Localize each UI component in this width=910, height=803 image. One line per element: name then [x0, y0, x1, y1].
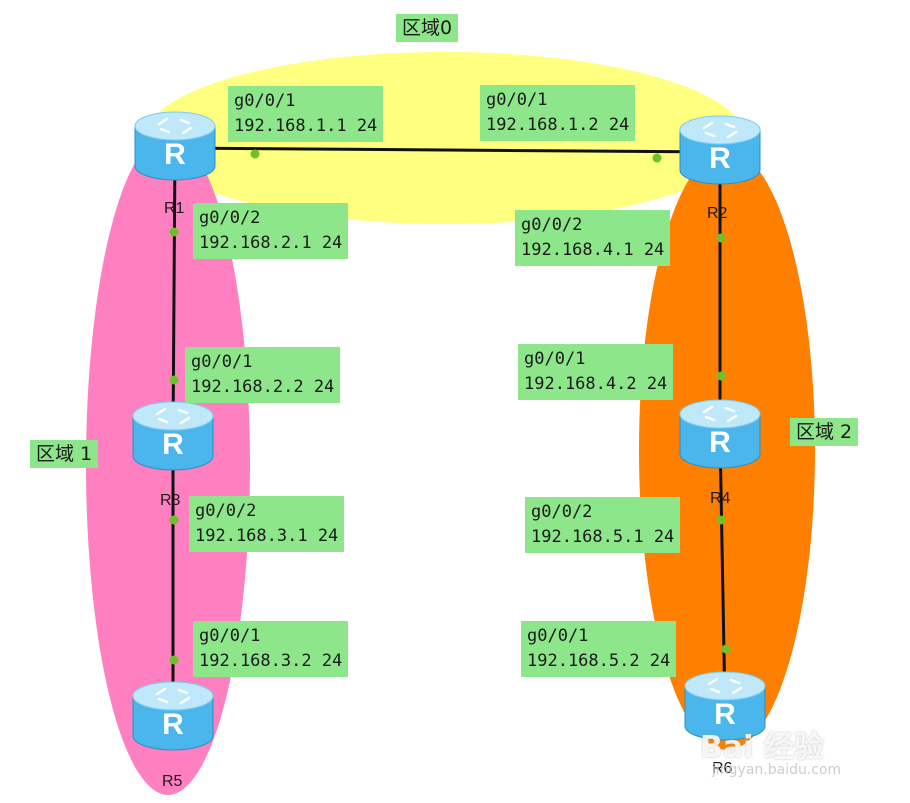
router-glyph: R [162, 708, 184, 741]
router-glyph: R [709, 142, 731, 175]
interface-ip: 192.168.4.2 24 [524, 374, 668, 394]
port-dot [716, 371, 726, 381]
interface-label-r4-g0-0-2: g0/0/2 192.168.5.1 24 [525, 497, 681, 553]
router-glyph: R [714, 698, 736, 731]
watermark-logo: Bai 经验 [700, 730, 824, 765]
router-glyph: R [162, 428, 184, 461]
interface-ip: 192.168.3.1 24 [195, 526, 339, 546]
router-r2-name: R2 [707, 205, 728, 222]
interface-port: g0/0/1 [191, 352, 253, 372]
interface-port: g0/0/1 [234, 91, 296, 111]
interface-label-r2-g0-0-2: g0/0/2 192.168.4.1 24 [515, 210, 671, 266]
port-dot [169, 515, 179, 525]
router-r3-icon[interactable]: R [132, 401, 214, 471]
interface-port: g0/0/2 [521, 215, 583, 235]
port-dot [716, 233, 726, 243]
interface-label-r1-g0-0-2: g0/0/2 192.168.2.1 24 [193, 203, 349, 259]
interface-port: g0/0/1 [524, 349, 586, 369]
interface-port: g0/0/1 [527, 626, 589, 646]
router-r1-icon[interactable]: R [134, 111, 216, 181]
router-r5-icon[interactable]: R [132, 681, 214, 751]
router-r6-icon[interactable]: R [684, 671, 766, 741]
port-dot [169, 227, 179, 237]
interface-label-r6-g0-0-1: g0/0/1 192.168.5.2 24 [521, 621, 677, 677]
port-dot [169, 375, 179, 385]
router-r3-name: R3 [160, 492, 181, 509]
router-glyph: R [709, 426, 731, 459]
interface-ip: 192.168.5.2 24 [527, 651, 671, 671]
port-dot [721, 644, 731, 654]
link-r1-r2 [174, 146, 721, 154]
interface-label-r1-g0-0-1: g0/0/1 192.168.1.1 24 [228, 86, 384, 142]
interface-port: g0/0/2 [195, 501, 257, 521]
area1-label: 区域 1 [30, 440, 99, 468]
interface-label-r5-g0-0-1: g0/0/1 192.168.3.2 24 [193, 621, 349, 677]
router-r5-name: R5 [162, 773, 183, 790]
router-glyph: R [164, 138, 186, 171]
interface-ip: 192.168.5.1 24 [531, 527, 675, 547]
port-dot [169, 655, 179, 665]
interface-label-r3-g0-0-1: g0/0/1 192.168.2.2 24 [185, 347, 341, 403]
interface-ip: 192.168.2.2 24 [191, 377, 335, 397]
router-r4-name: R4 [710, 490, 731, 507]
port-dot [716, 515, 726, 525]
link-r4-r6 [718, 435, 727, 709]
area2-label: 区域 2 [790, 418, 859, 446]
interface-label-r3-g0-0-2: g0/0/2 192.168.3.1 24 [189, 496, 345, 552]
router-r2-icon[interactable]: R [679, 115, 761, 185]
interface-ip: 192.168.3.2 24 [199, 651, 343, 671]
watermark-url: jingyan.baidu.com [712, 762, 842, 778]
area0-label: 区域0 [396, 14, 459, 42]
interface-port: g0/0/2 [531, 502, 593, 522]
interface-port: g0/0/1 [486, 90, 548, 110]
router-r4-icon[interactable]: R [679, 399, 761, 469]
interface-ip: 192.168.1.2 24 [486, 115, 630, 135]
link-r1-r3 [171, 147, 177, 439]
router-r6-name: R6 [712, 760, 733, 777]
interface-ip: 192.168.4.1 24 [521, 240, 665, 260]
interface-label-r2-g0-0-1: g0/0/1 192.168.1.2 24 [480, 85, 636, 141]
interface-ip: 192.168.2.1 24 [199, 233, 343, 253]
port-dot [250, 149, 260, 159]
interface-label-r4-g0-0-1: g0/0/1 192.168.4.2 24 [518, 344, 674, 400]
port-dot [652, 153, 662, 163]
interface-ip: 192.168.1.1 24 [234, 116, 378, 136]
router-r1-name: R1 [164, 200, 185, 217]
interface-port: g0/0/2 [199, 208, 261, 228]
interface-port: g0/0/1 [199, 626, 261, 646]
